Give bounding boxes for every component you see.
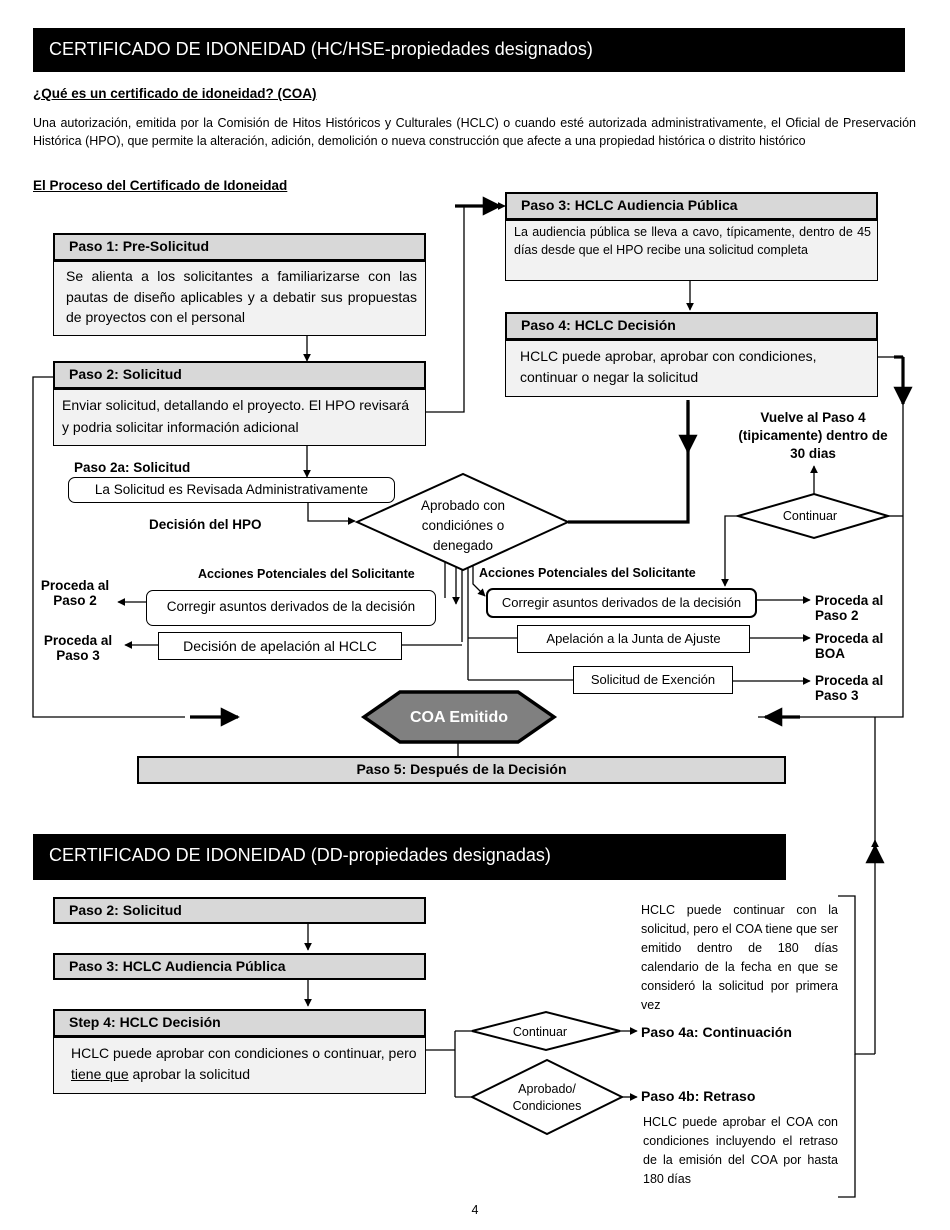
step2-body: Enviar solicitud, detallando el proyecto… bbox=[53, 389, 426, 446]
coa-issued-shape bbox=[360, 690, 558, 744]
diamond-line-2: condiciónes o bbox=[422, 518, 505, 533]
return-note: Vuelve al Paso 4 (tipicamente) dentro de… bbox=[738, 410, 888, 461]
dd-continue-label: Continuar bbox=[513, 1025, 567, 1039]
left-correct-box: Corregir asuntos derivados de la decisió… bbox=[146, 590, 436, 626]
right-goto-boa: Proceda al BOA bbox=[815, 631, 884, 661]
step3-header: Paso 3: HCLC Audiencia Pública bbox=[505, 192, 878, 220]
step2a-label: Paso 2a: Solicitud bbox=[74, 460, 191, 475]
right-correct-box: Corregir asuntos derivados de la decisió… bbox=[486, 588, 757, 618]
dd-continue-diamond bbox=[471, 1010, 621, 1052]
step2a-box: La Solicitud es Revisada Administrativam… bbox=[68, 477, 395, 503]
continue-diamond bbox=[734, 492, 892, 540]
left-appeal-box: Decisión de apelación al HCLC bbox=[158, 632, 402, 660]
dd-approved-line-2: Condiciones bbox=[513, 1099, 582, 1113]
dd-step4-text-a: HCLC puede aprobar con condiciones o con… bbox=[71, 1045, 417, 1061]
right-appeal-box: Apelación a la Junta de Ajuste bbox=[517, 625, 750, 653]
dd-step4-body: HCLC puede aprobar con condiciones o con… bbox=[53, 1037, 426, 1094]
step1-header: Paso 1: Pre-Solicitud bbox=[53, 233, 426, 261]
section1-title: CERTIFICADO DE IDONEIDAD (HC/HSE-propied… bbox=[33, 28, 905, 72]
dd-step4-text-underlined: tiene que bbox=[71, 1065, 129, 1082]
dd-step2-header: Paso 2: Solicitud bbox=[53, 897, 426, 924]
step4a-label: Paso 4a: Continuación bbox=[641, 1024, 792, 1040]
diamond-line-3: denegado bbox=[433, 538, 493, 553]
left-goto-step3: Proceda al Paso 3 bbox=[43, 633, 113, 663]
coa-question: ¿Qué es un certificado de idoneidad? (CO… bbox=[33, 86, 317, 101]
dd-approved-line-1: Aprobado/ bbox=[518, 1082, 576, 1096]
dd-step3-header: Paso 3: HCLC Audiencia Pública bbox=[53, 953, 426, 980]
dd-approved-diamond bbox=[469, 1058, 625, 1136]
continue-diamond-label: Continuar bbox=[783, 509, 837, 523]
right-goto-step3: Proceda al Paso 3 bbox=[815, 673, 884, 703]
step5-bar: Paso 5: Después de la Decisión bbox=[137, 756, 786, 784]
step1-body: Se alienta a los solicitantes a familiar… bbox=[53, 261, 426, 336]
continue-note: HCLC puede continuar con la solicitud, p… bbox=[641, 903, 838, 1012]
actions-right-label: Acciones Potenciales del Solicitante bbox=[479, 566, 696, 580]
coa-issued-label: COA Emitido bbox=[410, 709, 508, 726]
left-goto-step2: Proceda al Paso 2 bbox=[40, 578, 110, 608]
step2-header: Paso 2: Solicitud bbox=[53, 361, 426, 389]
step3-body: La audiencia pública se lleva a cavo, tí… bbox=[505, 220, 878, 281]
dd-step4-header: Step 4: HCLC Decisión bbox=[53, 1009, 426, 1037]
right-exemption-box: Solicitud de Exención bbox=[573, 666, 733, 694]
coa-definition: Una autorización, emitida por la Comisió… bbox=[33, 116, 916, 148]
step4-body: HCLC puede aprobar, aprobar con condicio… bbox=[505, 340, 878, 397]
diamond-line-1: Aprobado con bbox=[421, 498, 505, 513]
right-goto-step2: Proceda al Paso 2 bbox=[815, 593, 884, 623]
page-number: 4 bbox=[471, 1203, 479, 1217]
step4b-label: Paso 4b: Retraso bbox=[641, 1088, 756, 1104]
dd-step4-text-b: aprobar la solicitud bbox=[128, 1065, 251, 1082]
delay-note: HCLC puede aprobar el COA con condicione… bbox=[643, 1115, 838, 1186]
section2-title: CERTIFICADO DE IDONEIDAD (DD-propiedades… bbox=[33, 834, 786, 880]
hpo-decision-diamond bbox=[354, 472, 571, 572]
process-heading: El Proceso del Certificado de Idoneidad bbox=[33, 178, 288, 193]
step4-header: Paso 4: HCLC Decisión bbox=[505, 312, 878, 340]
hpo-decision-label: Decisión del HPO bbox=[149, 517, 262, 532]
actions-left-label: Acciones Potenciales del Solicitante bbox=[198, 567, 415, 581]
